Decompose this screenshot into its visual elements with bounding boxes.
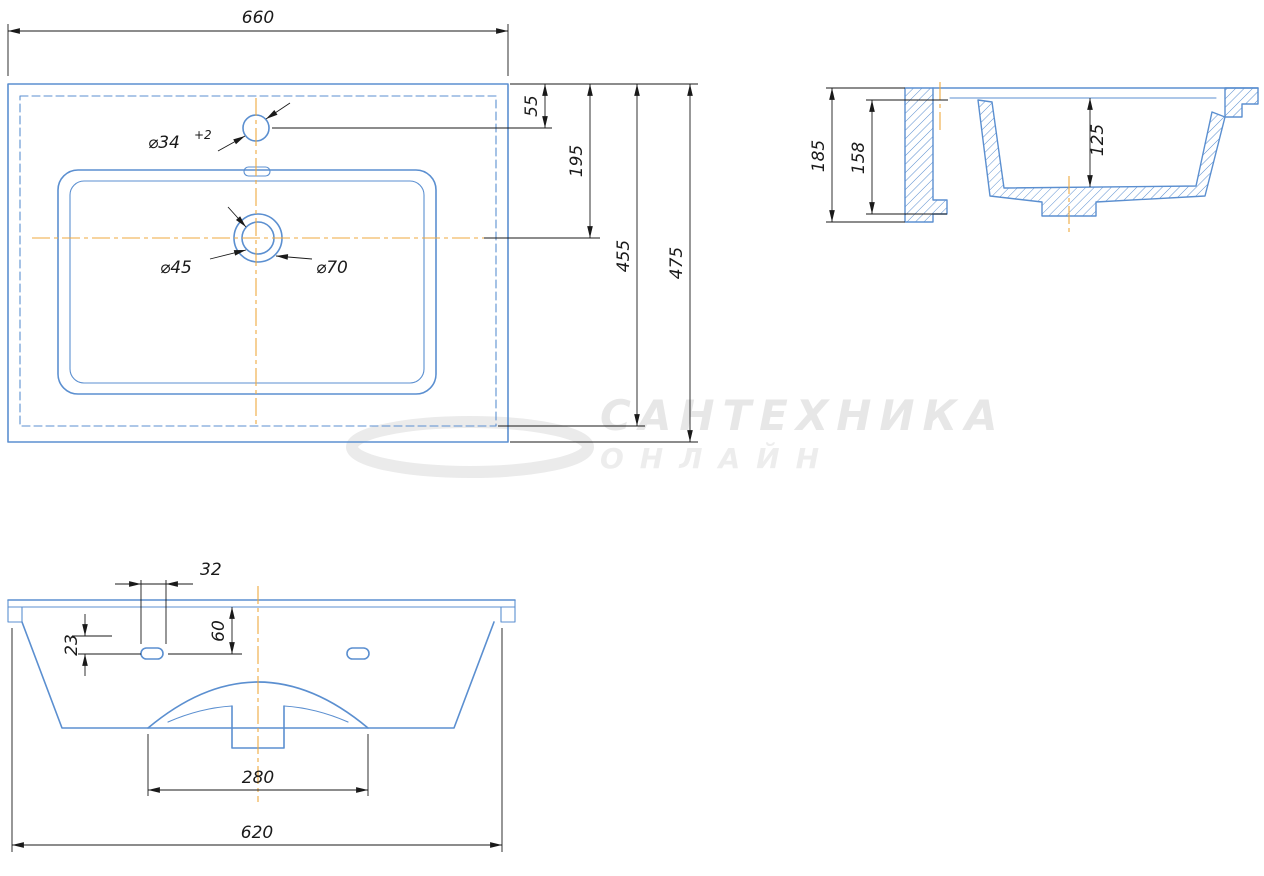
- front-rim-left-tab: [7, 599, 23, 623]
- side-view: 185 158 125: [809, 82, 1259, 232]
- dim-hole-from-top: 60: [168, 607, 242, 655]
- dim-slot-length-label: 32: [200, 560, 222, 580]
- plan-basin-outer: [57, 169, 437, 395]
- drain-dia-leaders: ⌀45 ⌀70: [160, 206, 348, 278]
- dim-bowl-depth-label: 125: [1088, 124, 1108, 156]
- front-recess-inner-right: [283, 705, 349, 723]
- drain-inner-dia-label: ⌀45: [160, 258, 192, 278]
- dim-flange-offset-label: 23: [62, 634, 82, 656]
- dim-inner-depth: 455: [614, 84, 640, 426]
- watermark-line2: ОНЛАЙН: [600, 441, 835, 475]
- faucet-dia-leader: ⌀34 +2: [148, 102, 291, 153]
- dim-drain-offset: 195: [567, 84, 593, 238]
- front-rim-right-tab: [500, 599, 516, 623]
- faucet-dia-label: ⌀34: [148, 133, 180, 153]
- watermark-line1: САНТЕХНИКА: [600, 391, 1005, 440]
- side-front-lip-section: [1224, 87, 1259, 118]
- dim-hole-from-top-label: 60: [209, 620, 229, 642]
- dim-front-height-label: 158: [849, 142, 869, 175]
- dim-faucet-offset-label: 55: [522, 95, 542, 117]
- front-recess-inner-left: [167, 705, 233, 723]
- plan-view: ⌀34 +2 ⌀45 ⌀70 660 55 195: [7, 8, 698, 443]
- dim-recess-width-label: 280: [242, 768, 274, 788]
- dim-front-height: 158: [849, 99, 948, 215]
- dim-overall-width-label: 660: [242, 8, 274, 28]
- dim-overall-width: 660: [7, 8, 509, 76]
- dim-overall-height-label: 185: [809, 140, 829, 172]
- dim-inner-depth-label: 455: [614, 240, 634, 272]
- watermark: САНТЕХНИКА ОНЛАЙН: [346, 391, 1005, 478]
- mounting-slot-right: [346, 647, 370, 660]
- dim-recess-width: 280: [147, 734, 369, 796]
- dim-flange-offset: 23: [62, 614, 141, 676]
- plan-hidden-edge: [19, 95, 497, 427]
- side-back-wall-section: [904, 87, 948, 223]
- dim-bottom-width-label: 620: [241, 823, 273, 843]
- dim-bowl-depth: 125: [1087, 98, 1108, 187]
- plan-outer-rim: [7, 83, 509, 443]
- mounting-slot-left: [140, 647, 164, 660]
- front-view: 32 60 23 280 620: [7, 560, 516, 852]
- faucet-tol-label: +2: [194, 128, 212, 142]
- watermark-swoosh: [346, 416, 594, 478]
- dim-drain-offset-label: 195: [567, 145, 587, 177]
- dim-faucet-offset: 55: [522, 84, 548, 128]
- drain-outer-dia-label: ⌀70: [316, 258, 348, 278]
- plan-extension-lines: [272, 83, 698, 443]
- dim-overall-depth-label: 475: [667, 247, 687, 279]
- dim-bottom-width: 620: [11, 628, 503, 852]
- dim-overall-depth: 475: [667, 84, 693, 442]
- dim-overall-height: 185: [809, 87, 905, 223]
- plan-basin-inner: [69, 180, 425, 384]
- dim-slot-length: 32: [115, 560, 222, 644]
- overflow-slot: [243, 166, 271, 177]
- side-bowl-section: [977, 99, 1226, 217]
